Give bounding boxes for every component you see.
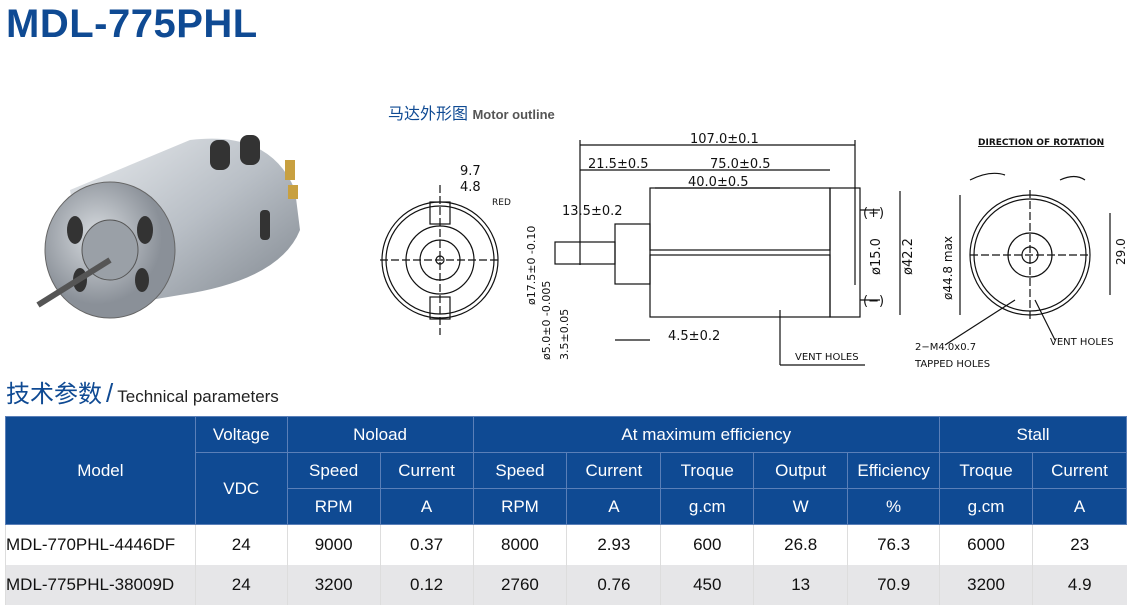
cell: 0.12 xyxy=(379,564,473,605)
header-col: Current xyxy=(379,452,474,489)
vent-holes-label-2: VENT HOLES xyxy=(1050,337,1114,348)
cell: 2760 xyxy=(472,564,567,605)
dim-15: ø15.0 xyxy=(869,238,884,275)
cell: 3200 xyxy=(286,564,381,605)
cell: 3200 xyxy=(939,564,1033,605)
header-col: Current xyxy=(1032,452,1127,489)
cell: 23 xyxy=(1032,524,1127,565)
dim-17-5: ø17.5±0 -0.10 xyxy=(525,226,538,305)
cell: 600 xyxy=(660,524,754,565)
table-row: MDL-775PHL-38009D 24 3200 0.12 2760 0.76… xyxy=(5,564,1127,605)
header-col: Speed xyxy=(286,452,381,489)
cell: 0.76 xyxy=(566,564,661,605)
dim-21-5: 21.5±0.5 xyxy=(588,157,649,172)
dim-75: 75.0±0.5 xyxy=(710,157,771,172)
header-unit: A xyxy=(566,488,662,525)
header-vdc: VDC xyxy=(194,452,288,525)
header-col: Troque xyxy=(660,452,755,489)
dim-44-8: ø44.8 max xyxy=(941,236,955,300)
header-unit: A xyxy=(1032,488,1127,525)
technical-parameters-table: Model Voltage Noload At maximum efficien… xyxy=(5,416,1127,605)
terminal-minus: (−) xyxy=(863,294,884,309)
cell: 26.8 xyxy=(753,524,848,565)
cell: 6000 xyxy=(939,524,1033,565)
motor-outline-drawing: 9.7 4.8 RED 107.0±0.1 21.5±0.5 75.0±0.5 … xyxy=(380,132,1128,370)
section-heading-technical-parameters: 技术参数/Technical parameters xyxy=(6,378,279,408)
cell: 70.9 xyxy=(847,564,940,605)
page-title: MDL-775PHL xyxy=(6,2,258,46)
header-noload: Noload xyxy=(286,416,474,453)
header-col: Current xyxy=(566,452,662,489)
vent-holes-label: VENT HOLES xyxy=(795,352,859,363)
header-col: Efficiency xyxy=(847,452,941,489)
dim-29: 29.0 xyxy=(1114,238,1128,265)
header-model: Model xyxy=(5,416,196,525)
dim-13-5: 13.5±0.2 xyxy=(562,204,623,219)
dim-9-7: 9.7 xyxy=(460,164,481,179)
terminal-plus: (+) xyxy=(863,206,884,221)
tapped-holes-label: TAPPED HOLES xyxy=(914,359,990,370)
header-col: Troque xyxy=(939,452,1033,489)
cell: 4.9 xyxy=(1032,564,1127,605)
cell-model: MDL-770PHL-4446DF xyxy=(5,524,196,565)
header-col: Speed xyxy=(472,452,568,489)
cell: 450 xyxy=(660,564,754,605)
cell: 2.93 xyxy=(566,524,661,565)
direction-of-rotation-label: DIRECTION OF ROTATION xyxy=(978,138,1104,148)
header-unit: g.cm xyxy=(939,488,1033,525)
header-voltage: Voltage xyxy=(194,416,288,453)
cell: 8000 xyxy=(472,524,567,565)
cell: 24 xyxy=(194,524,288,565)
header-unit: g.cm xyxy=(660,488,755,525)
header-unit: RPM xyxy=(286,488,381,525)
dim-40: 40.0±0.5 xyxy=(688,175,749,190)
motor-photo xyxy=(36,135,300,319)
header-stall: Stall xyxy=(939,416,1127,453)
header-col: Output xyxy=(753,452,849,489)
header-unit: RPM xyxy=(472,488,568,525)
cell: 13 xyxy=(753,564,848,605)
dim-5-0: ø5.0±0 -0.005 xyxy=(540,281,553,360)
dim-4-5: 4.5±0.2 xyxy=(668,329,720,344)
cell: 9000 xyxy=(286,524,381,565)
cell: 76.3 xyxy=(847,524,940,565)
cell: 0.37 xyxy=(379,524,473,565)
dim-107: 107.0±0.1 xyxy=(690,132,759,147)
cell: 24 xyxy=(194,564,288,605)
cell-model: MDL-775PHL-38009D xyxy=(5,564,196,605)
tapped-size-label: 2−M4.0x0.7 xyxy=(915,342,976,353)
header-unit: A xyxy=(379,488,474,525)
motor-outline-caption: 马达外形图 Motor outline xyxy=(388,106,555,123)
header-unit: W xyxy=(753,488,849,525)
header-unit: % xyxy=(847,488,941,525)
table-row: MDL-770PHL-4446DF 24 9000 0.37 8000 2.93… xyxy=(5,524,1127,565)
dim-42-2: ø42.2 xyxy=(901,238,916,275)
header-max-efficiency: At maximum efficiency xyxy=(472,416,941,453)
dim-3-5: 3.5±0.05 xyxy=(558,309,571,360)
label-red: RED xyxy=(492,198,511,208)
dim-4-8: 4.8 xyxy=(460,180,481,195)
